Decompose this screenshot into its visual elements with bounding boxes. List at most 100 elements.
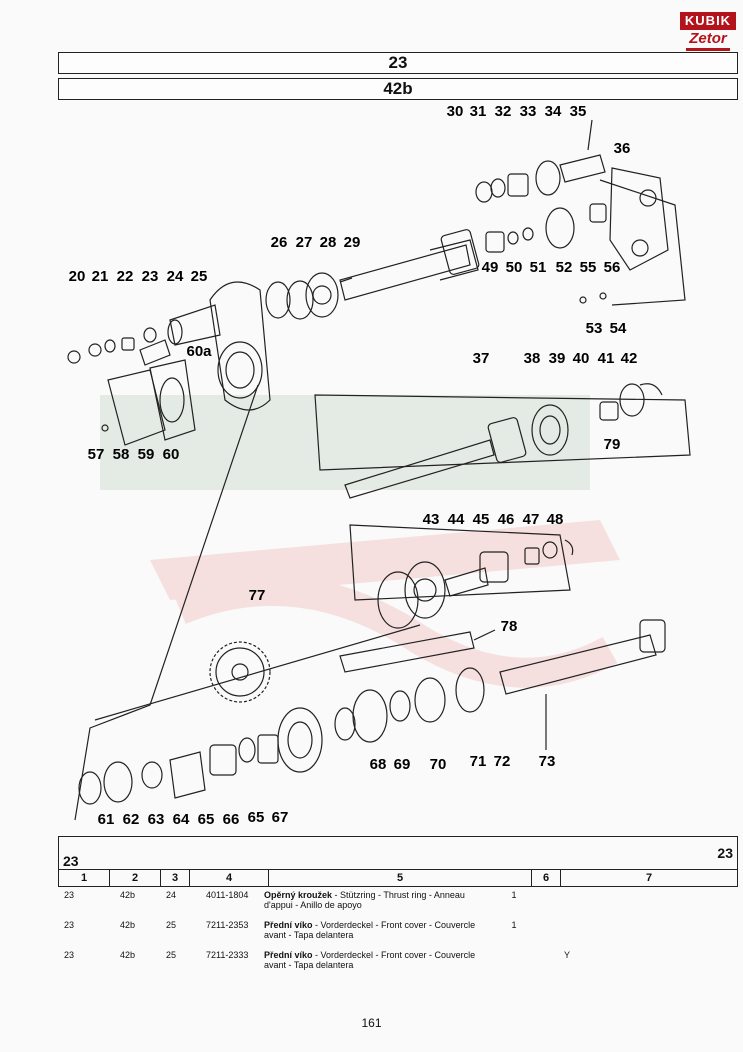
row-group: 23 <box>64 950 75 960</box>
callout-64: 64 <box>173 811 190 828</box>
callout-39: 39 <box>549 350 566 367</box>
callout-40: 40 <box>573 350 590 367</box>
page-number: 161 <box>361 1016 382 1030</box>
callout-23: 23 <box>142 268 159 285</box>
callout-33: 33 <box>520 103 537 120</box>
row-group: 23 <box>64 920 75 930</box>
callout-69: 69 <box>394 756 411 773</box>
table-column-headers: 1 2 3 4 5 6 7 <box>59 870 737 886</box>
second-shaft-37-42 <box>314 383 691 499</box>
row-desc: - Stützring - Thrust ring - Anneau d'app… <box>264 890 465 910</box>
callout-51: 51 <box>530 259 547 276</box>
parts-table-header: 23 23 1 2 3 4 5 6 7 <box>58 836 738 887</box>
small-parts-20-24 <box>67 327 171 366</box>
callout-60: 60 <box>163 446 180 463</box>
col-5: 5 <box>268 870 532 886</box>
callout-26: 26 <box>271 234 288 251</box>
gear-77 <box>209 641 271 703</box>
table-group-row: 23 23 <box>59 837 737 870</box>
callout-29: 29 <box>344 234 361 251</box>
parts-table-rows: 23 42b 24 4011-1804 Opěrný kroužek - Stü… <box>58 888 736 978</box>
callout-65: 65 <box>198 811 215 828</box>
table-row: 23 42b 24 4011-1804 Opěrný kroužek - Stü… <box>58 888 736 918</box>
callout-25: 25 <box>191 268 208 285</box>
row-description: Přední víko - Vorderdeckel - Front cover… <box>264 918 484 948</box>
callout-54: 54 <box>610 320 627 337</box>
row-note: Y <box>564 950 571 960</box>
row-part-number: 7211-2353 <box>206 920 249 930</box>
kubik-zetor-logo: KUBIK Zetor <box>680 12 736 58</box>
col-1: 1 <box>59 870 110 886</box>
callout-38: 38 <box>524 350 541 367</box>
callout-57: 57 <box>88 446 105 463</box>
callout-46: 46 <box>498 511 515 528</box>
row-part-number: 4011-1804 <box>206 890 249 900</box>
callout-27: 27 <box>296 234 313 251</box>
row-part-number: 7211-2333 <box>206 950 249 960</box>
table-group-right: 23 <box>717 845 733 861</box>
callout-58: 58 <box>113 446 130 463</box>
callout-21: 21 <box>92 268 109 285</box>
middle-parts-49-56 <box>485 203 607 304</box>
callout-59: 59 <box>138 446 155 463</box>
cover-gasket-57-60 <box>101 359 196 446</box>
row-name: Přední víko <box>264 950 313 960</box>
callout-28: 28 <box>320 234 337 251</box>
third-group-43-48 <box>349 524 574 629</box>
row-section: 42b <box>120 920 136 930</box>
row-qty <box>484 948 544 978</box>
callout-61: 61 <box>98 811 115 828</box>
callout-32: 32 <box>495 103 512 120</box>
row-position: 24 <box>166 890 177 900</box>
callout-36: 36 <box>614 140 631 157</box>
callout-70: 70 <box>430 756 447 773</box>
callout-43: 43 <box>423 511 440 528</box>
callout-63: 63 <box>148 811 165 828</box>
group-header: 23 <box>58 52 738 74</box>
table-group-left: 23 <box>63 853 79 869</box>
callout-49: 49 <box>482 259 499 276</box>
callout-53: 53 <box>586 320 603 337</box>
row-name: Opěrný kroužek <box>264 890 333 900</box>
callout-22: 22 <box>117 268 134 285</box>
callout-78: 78 <box>501 618 518 635</box>
callout-44: 44 <box>448 511 465 528</box>
callout-50: 50 <box>506 259 523 276</box>
bottom-parts-61-72 <box>78 667 485 805</box>
callout-65: 65 <box>248 809 265 826</box>
callout-35: 35 <box>570 103 587 120</box>
callout-47: 47 <box>523 511 540 528</box>
callout-55: 55 <box>580 259 597 276</box>
callout-56: 56 <box>604 259 621 276</box>
callout-37: 37 <box>473 350 490 367</box>
row-qty: 1 <box>511 920 517 930</box>
row-description: Opěrný kroužek - Stützring - Thrust ring… <box>264 888 484 918</box>
row-position: 25 <box>166 920 177 930</box>
callout-30: 30 <box>447 103 464 120</box>
front-cover-flange <box>167 281 271 411</box>
col-3: 3 <box>160 870 190 886</box>
bearings-26-29 <box>265 272 339 320</box>
col-6: 6 <box>531 870 561 886</box>
logo-underline <box>686 48 730 51</box>
callout-68: 68 <box>370 756 387 773</box>
row-section: 42b <box>120 950 136 960</box>
row-note <box>544 888 736 918</box>
callout-24: 24 <box>167 268 184 285</box>
top-parts-30-36 <box>475 119 686 306</box>
shaft-73 <box>499 619 666 750</box>
row-qty: 1 <box>511 890 517 900</box>
table-row: 23 42b 25 7211-2353 Přední víko - Vorder… <box>58 918 736 948</box>
logo-kubik: KUBIK <box>680 12 736 30</box>
logo-zetor: Zetor <box>689 30 727 47</box>
callout-60a: 60a <box>186 343 212 360</box>
callout-45: 45 <box>473 511 490 528</box>
callout-48: 48 <box>547 511 564 528</box>
col-7: 7 <box>645 872 653 884</box>
callout-79: 79 <box>604 436 621 453</box>
row-desc: - Vorderdeckel - Front cover - Couvercle… <box>264 920 476 940</box>
callout-41: 41 <box>598 350 615 367</box>
col-4: 4 <box>189 870 269 886</box>
callout-52: 52 <box>556 259 573 276</box>
